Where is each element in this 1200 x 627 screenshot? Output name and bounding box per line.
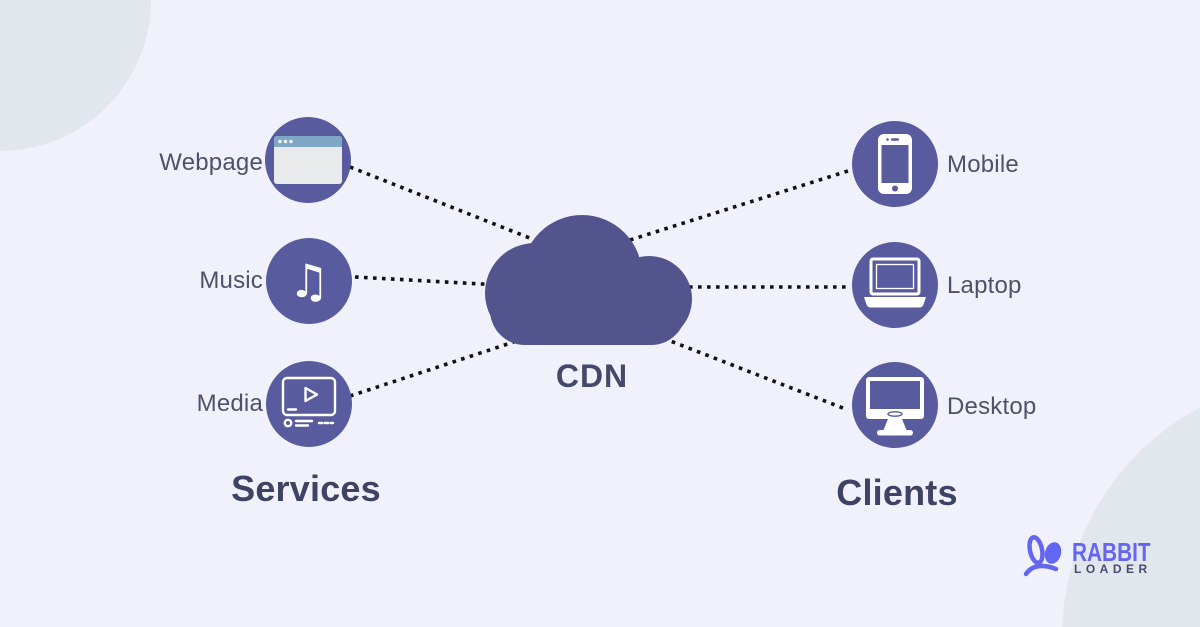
client-node-desktop [852,362,938,448]
service-node-media [266,361,352,447]
client-label-desktop: Desktop [947,393,1037,420]
line-webpage-to-cdn [349,165,561,252]
logo-brand-subname: LOADER [1074,562,1152,576]
line-music-to-cdn [354,275,501,287]
video-player-icon [281,376,337,428]
line-cdn-to-mobile [629,168,852,242]
service-node-music: ♫ [266,238,352,324]
browser-window-icon [274,136,342,184]
laptop-icon [864,257,926,308]
rabbit-ears-icon [1023,534,1062,577]
cloud-icon [485,215,692,345]
service-label-media: Media [196,390,263,417]
music-note-icon: ♫ [288,254,330,308]
desktop-monitor-icon [866,377,924,436]
client-label-mobile: Mobile [947,151,1019,178]
logo-brand-name: RABBIT [1072,537,1151,567]
rabbitloader-logo: RABBIT LOADER [1022,531,1172,587]
client-node-mobile [852,121,938,207]
service-label-webpage: Webpage [159,149,263,176]
cdn-label: CDN [555,358,629,394]
services-heading: Services [231,468,381,509]
dotted-connection-lines [349,165,852,412]
line-media-to-cdn [349,333,536,398]
client-label-laptop: Laptop [947,272,1022,299]
client-node-laptop [852,242,938,328]
clients-heading: Clients [836,472,958,513]
service-node-webpage [265,117,351,203]
smartphone-icon [878,134,912,194]
service-label-music: Music [199,267,263,294]
line-cdn-to-desktop [654,333,849,412]
